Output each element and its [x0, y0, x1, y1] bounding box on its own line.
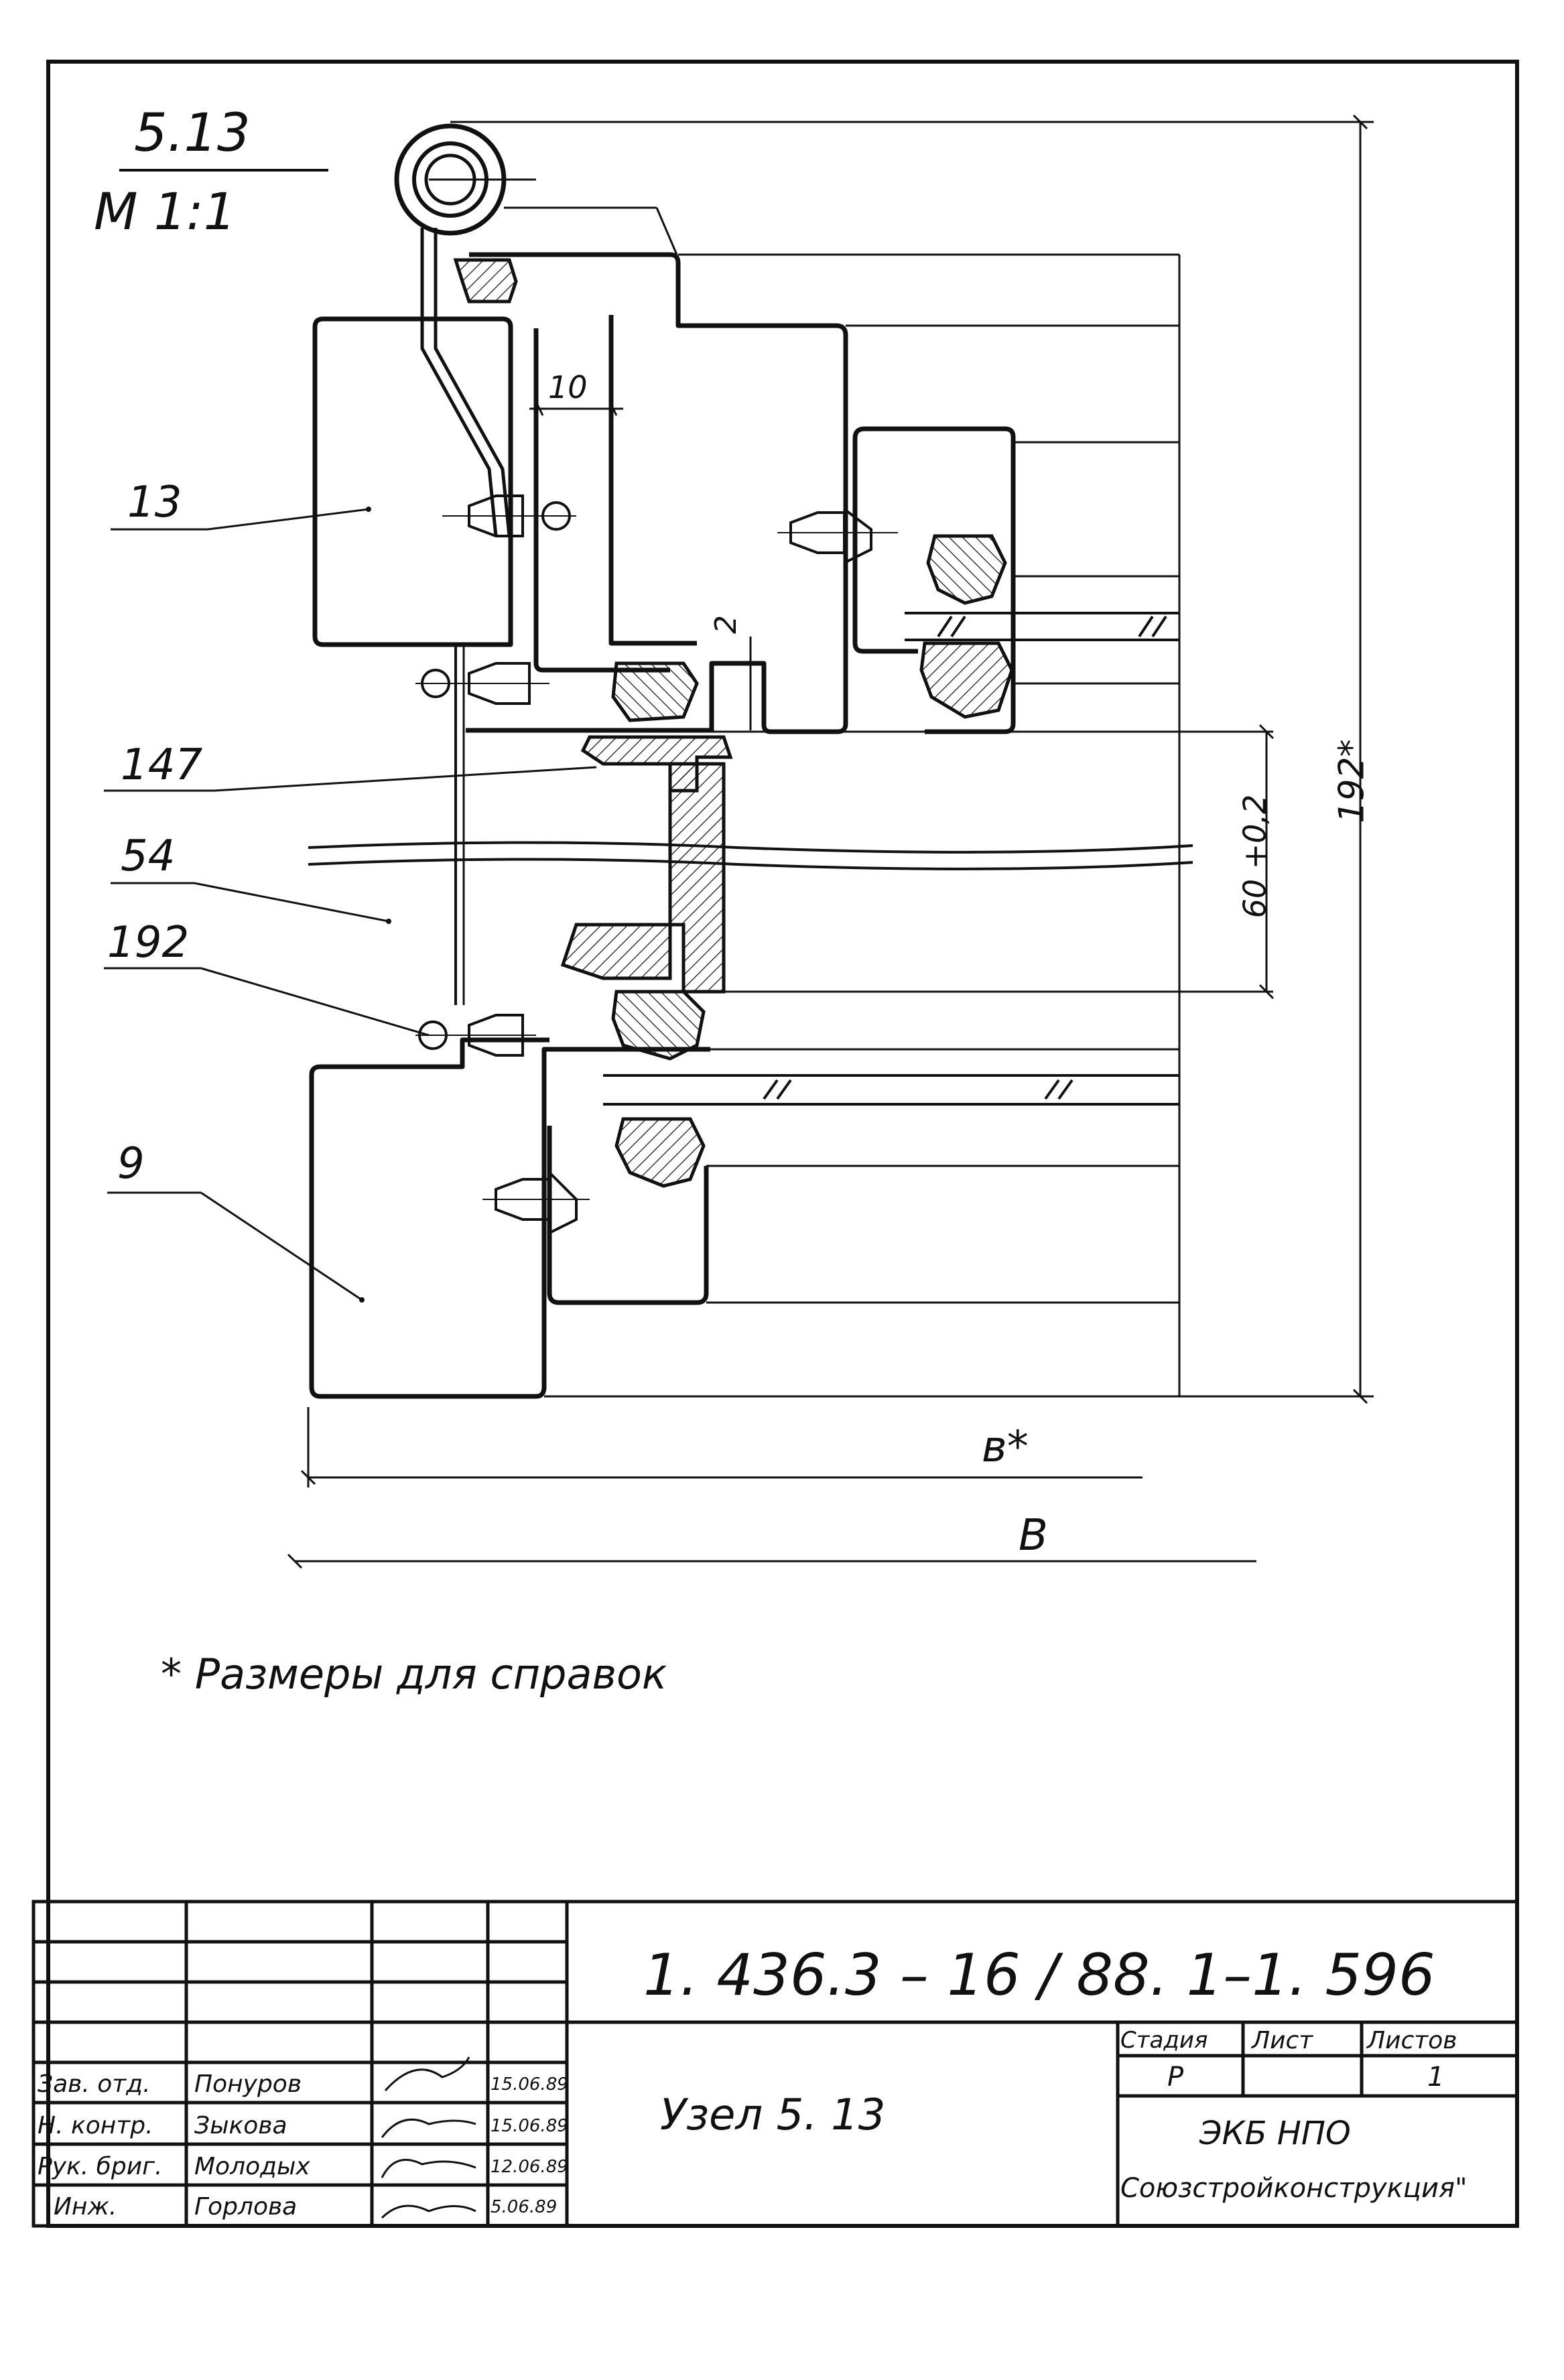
dim-192: 192* [1331, 739, 1372, 823]
seal-upper-glass-b [919, 641, 1014, 719]
title-block-grid [31, 1900, 1519, 2228]
node-ref: 5.13 [134, 103, 251, 163]
seal-top [453, 258, 518, 304]
upper-frame-profile [312, 252, 848, 734]
screw-lower-left [415, 1014, 536, 1057]
callout-9: 9 [117, 1139, 145, 1189]
dim-60: 60 +0,2 [1236, 794, 1273, 919]
signer-date-1: 15.06.89 [491, 2074, 568, 2095]
signer-role-3: Рук. бриг. [38, 2153, 163, 2180]
dim-b-small: в* [982, 1423, 1029, 1472]
header-sheets: Листов [1367, 2027, 1457, 2054]
glass-pane-lower [603, 1074, 1179, 1106]
screw-lower-right [482, 1171, 590, 1234]
callout-13: 13 [127, 478, 182, 527]
signer-role-1: Зав. отд. [38, 2070, 151, 2098]
signatures [381, 2056, 476, 2219]
seal-upper-glass-a [926, 534, 1007, 605]
org-line1: ЭКБ НПО [1199, 2115, 1351, 2152]
callout-147: 147 [121, 740, 203, 790]
dim-B: В [1019, 1511, 1048, 1561]
glass-pane-upper [905, 612, 1179, 641]
signer-date-2: 15.06.89 [491, 2116, 568, 2136]
ring-lever [420, 228, 511, 537]
screw-mid-left [415, 662, 549, 705]
dim-2: 2 [709, 615, 743, 634]
signer-name-3: Молодых [194, 2153, 310, 2180]
signer-date-3: 12.06.89 [491, 2157, 568, 2177]
node-name: Узел 5. 13 [660, 2091, 886, 2140]
seal-mid [611, 661, 699, 722]
callout-192: 192 [107, 918, 190, 968]
screw-upper-right [777, 508, 898, 564]
screw-upper-left [442, 494, 576, 537]
callout-54: 54 [121, 832, 176, 881]
value-sheets: 1 [1427, 2062, 1445, 2093]
callout-leaders [104, 508, 597, 1301]
break-lines [308, 841, 1193, 870]
seal-lower-a [611, 990, 706, 1061]
signer-name-2: Зыкова [194, 2112, 287, 2139]
org-line2: Союзстройконструкция" [1120, 2173, 1468, 2204]
value-stage: Р [1167, 2062, 1184, 2093]
dim-10: 10 [548, 369, 588, 405]
signer-date-4: 5.06.89 [491, 2197, 558, 2217]
signer-name-4: Горлова [194, 2193, 298, 2221]
seal-lower-b [614, 1117, 706, 1188]
header-sheet: Лист [1252, 2027, 1313, 2054]
reference-note: * Размеры для справок [161, 1650, 667, 1699]
dimension-lines [287, 114, 1368, 1569]
header-stage: Стадия [1120, 2027, 1208, 2054]
lower-frame-profile [309, 1037, 710, 1399]
signer-name-1: Понуров [194, 2070, 302, 2098]
doc-code: 1. 436.3 – 16 / 88. 1–1. 596 [643, 1942, 1435, 2009]
signer-role-2: Н. контр. [38, 2112, 153, 2139]
scale-label: М 1:1 [94, 182, 237, 241]
ring-fastener [394, 123, 536, 236]
coupling-profile-147 [560, 735, 733, 994]
signer-role-4: Инж. [54, 2193, 117, 2221]
